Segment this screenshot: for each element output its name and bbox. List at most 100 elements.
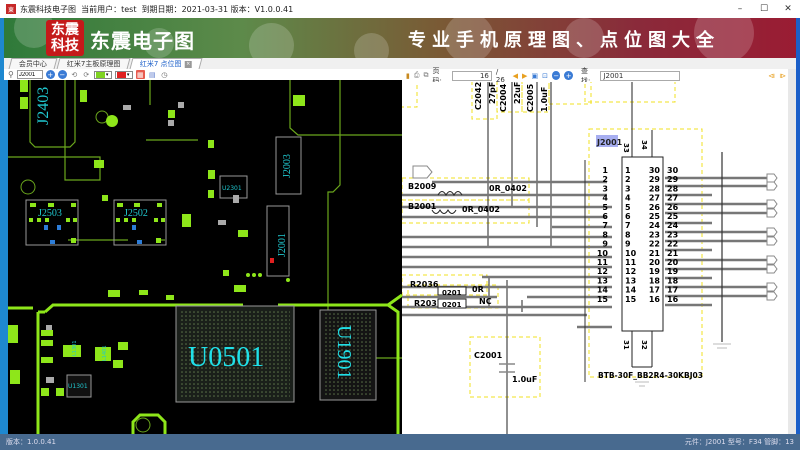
pin-right-inner-17: 17 <box>649 286 660 295</box>
cap-c2001[interactable]: C2001 <box>474 351 503 360</box>
zoom-out-icon[interactable]: − <box>57 70 67 79</box>
pin-right-inner-18: 18 <box>649 276 661 285</box>
cap-c2005[interactable]: C2005 <box>526 83 535 112</box>
connector-ref[interactable]: J2001 <box>596 138 623 147</box>
expiry-date: 2021-03-31 <box>181 4 229 14</box>
brand-logo: 东震 科技 <box>46 20 84 56</box>
boardview-toolbar: ⚲ + − ⟲ ⟳ ▾ ▾ ▦ ▤ ◷ <box>4 69 402 80</box>
zoom-in-icon[interactable]: + <box>45 70 55 79</box>
page-input[interactable]: 16 <box>451 70 492 81</box>
pin-left-outer-7: 7 <box>602 221 608 230</box>
window-title: 东震科技电子图 <box>20 4 76 14</box>
tab-label: 会员中心 <box>18 60 47 68</box>
pin-left-inner-10: 10 <box>625 249 637 258</box>
color-select-1[interactable]: ▾ <box>93 70 112 79</box>
clock-icon[interactable]: ◷ <box>161 70 168 79</box>
schematic-toolbar: ▮ ⎙ ⧉ 页码: 16 / 26 ◀ ▶ ▣ ⊡ − + 查找: J2001 … <box>402 67 796 85</box>
pin-left-outer-9: 9 <box>602 240 608 249</box>
find-label: 查找: <box>580 66 591 85</box>
rotate-right-icon[interactable]: ⟳ <box>83 70 90 79</box>
schematic-scroll-area[interactable] <box>788 69 796 434</box>
pin-left-outer-14: 14 <box>597 286 609 295</box>
pin-right-inner-29: 29 <box>649 175 661 184</box>
pcb-label-j2502[interactable]: J2502 <box>124 208 148 219</box>
find-prev-icon[interactable]: ⧏ <box>768 71 776 80</box>
open-file-icon[interactable]: ▮ <box>406 71 410 80</box>
close-button[interactable]: ✕ <box>784 4 792 14</box>
brand-name: 东震电子图 <box>90 29 195 53</box>
find-next-icon[interactable]: ⧐ <box>779 71 787 80</box>
color-select-2[interactable]: ▾ <box>114 70 133 79</box>
pin-left-inner-2: 2 <box>625 175 631 184</box>
fit-width-icon[interactable]: ▣ <box>531 71 539 80</box>
print-icon[interactable]: ⎙ <box>413 71 420 79</box>
resistor-r2037[interactable]: R2037 <box>414 299 442 308</box>
pin-right-inner-23: 23 <box>649 230 660 239</box>
pcb-drawing: J2403 J2503 J2502 J2003 J2001 U2301 U05 <box>8 80 402 434</box>
pin-right-outer-25: 25 <box>667 212 679 221</box>
pin-left-inner-6: 6 <box>625 212 631 221</box>
pin-right-inner-19: 19 <box>649 267 661 276</box>
pcb-label-u2301[interactable]: U2301 <box>222 185 242 192</box>
tab-close-icon[interactable]: × <box>185 60 193 68</box>
tab-schematic[interactable]: 红米7主板原理图 <box>56 58 131 69</box>
pcb-label-l1301[interactable]: L1301 <box>72 340 78 356</box>
pin-32: 32 <box>640 340 648 350</box>
zoom-out-icon[interactable]: − <box>551 71 561 80</box>
pin-left-inner-14: 14 <box>625 286 637 295</box>
pin-right-outer-17: 17 <box>667 286 678 295</box>
rotate-left-icon[interactable]: ⟲ <box>71 70 78 79</box>
connector-part-number: BTB-30F_BB2R4-30KBJ03 <box>598 371 703 380</box>
fit-page-icon[interactable]: ⊡ <box>542 71 548 80</box>
app-logo-icon: 東 <box>6 4 16 14</box>
version-label: 版本： <box>230 4 255 14</box>
maximize-button[interactable]: ☐ <box>759 4 769 14</box>
pin-left-inner-12: 12 <box>625 267 636 276</box>
resistor-r2036-value: 0R <box>472 285 484 294</box>
cap-c2042[interactable]: C2042 <box>474 82 483 110</box>
pin-right-inner-30: 30 <box>649 166 661 175</box>
minimize-button[interactable]: – <box>737 4 743 14</box>
pin-right-inner-21: 21 <box>649 249 661 258</box>
status-bar: 版本：1.0.0.41 元件：J2001 型号：F34 管脚：13 <box>0 434 800 450</box>
pcb-label-j2403[interactable]: J2403 <box>35 87 52 125</box>
prev-page-icon[interactable]: ◀ <box>512 71 519 80</box>
pin-right-outer-21: 21 <box>667 249 679 258</box>
pcb-label-j2503[interactable]: J2503 <box>38 208 62 219</box>
pin-left-inner-7: 7 <box>625 221 631 230</box>
pcb-label-u0501[interactable]: U0501 <box>188 342 264 373</box>
component-search-input[interactable] <box>16 70 43 79</box>
pcb-label-l1401[interactable]: L1401 <box>102 345 108 361</box>
connector-body[interactable] <box>621 156 664 332</box>
next-page-icon[interactable]: ▶ <box>522 71 528 80</box>
zoom-in-icon[interactable]: + <box>564 71 573 80</box>
pin-31: 31 <box>622 340 630 350</box>
pin-right-inner-27: 27 <box>649 194 660 203</box>
pin-right-inner-24: 24 <box>649 221 661 230</box>
pcb-label-j2003[interactable]: J2003 <box>282 154 293 178</box>
pcb-label-j2001[interactable]: J2001 <box>277 233 288 257</box>
tab-boardview[interactable]: 红米7 点位图× <box>129 58 203 69</box>
pcb-label-u1301[interactable]: U1301 <box>68 383 88 390</box>
resistor-r2036[interactable]: R2036 <box>410 280 439 289</box>
pin-33: 33 <box>622 143 630 153</box>
current-user-label: 当前用户： <box>81 4 122 14</box>
inductor-b2009[interactable]: B2009 <box>408 182 437 191</box>
search-icon: ⚲ <box>8 70 14 79</box>
expiry-label: 到期日期： <box>141 4 182 14</box>
inductor-b2001[interactable]: B2001 <box>408 202 437 211</box>
status-version: 版本：1.0.0.41 <box>6 438 56 446</box>
pin-left-outer-10: 10 <box>597 249 609 258</box>
copy-icon[interactable]: ⧉ <box>423 71 429 79</box>
pcb-label-u1901[interactable]: U1901 <box>333 325 355 379</box>
tab-member-center[interactable]: 会员中心 <box>8 58 58 69</box>
pin-left-outer-15: 15 <box>597 295 609 304</box>
version: V1.0.0.41 <box>254 4 294 14</box>
document-icon[interactable]: ▤ <box>149 70 156 79</box>
find-input[interactable]: J2001 <box>600 70 681 81</box>
cap-c2004[interactable]: C2004 <box>499 83 508 112</box>
pin-left-inner-3: 3 <box>625 184 631 193</box>
layer-icon[interactable]: ▦ <box>135 70 145 79</box>
boardview-canvas[interactable]: J2403 J2503 J2502 J2003 J2001 U2301 U05 <box>8 80 402 434</box>
schematic-canvas[interactable]: C2042 27pF C2004 22uF C2005 1.0uF <box>402 82 788 434</box>
